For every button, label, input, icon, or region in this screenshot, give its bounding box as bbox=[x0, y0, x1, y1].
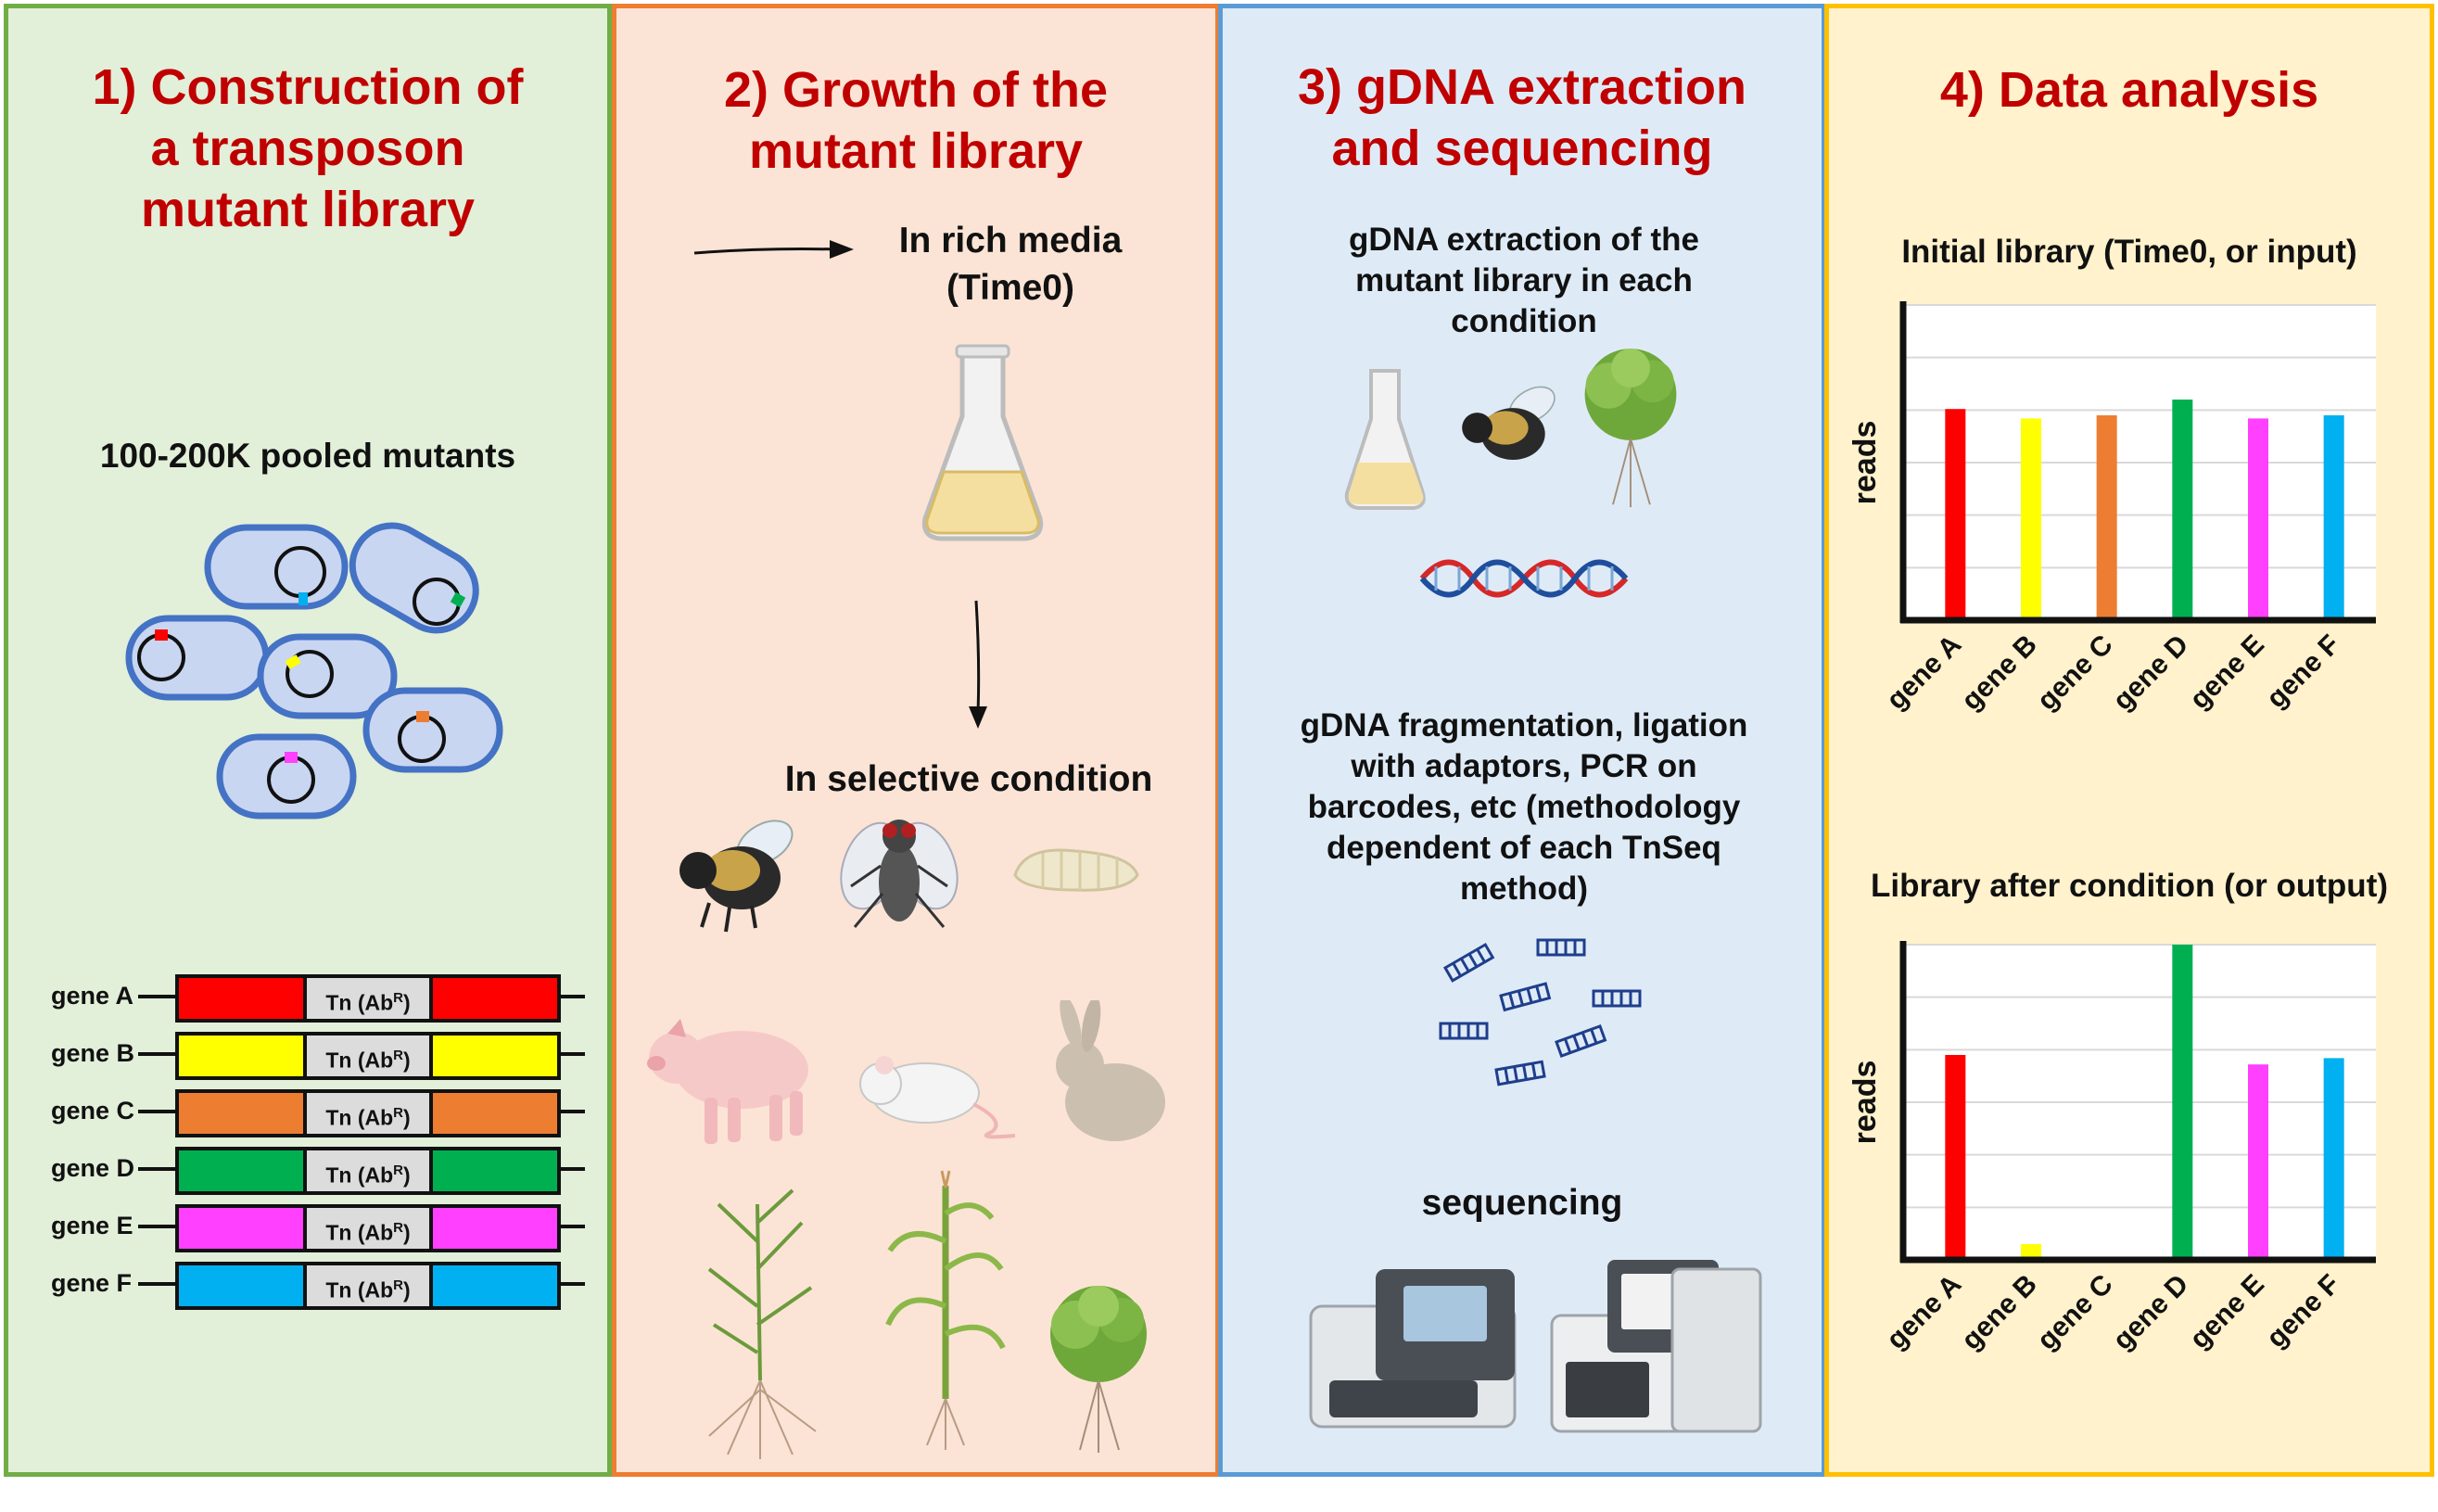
panel-growth: 2) Growth of the mutant library In rich … bbox=[612, 4, 1220, 1477]
gene-construct-row: gene D Tn (AbR) bbox=[45, 1145, 602, 1195]
gene-segment-left bbox=[175, 974, 307, 1023]
sequencing-label: sequencing bbox=[1421, 1183, 1623, 1223]
gene-segment-left bbox=[175, 1089, 307, 1137]
gene-name-label: gene F bbox=[51, 1269, 133, 1297]
gene-segment-left bbox=[175, 1032, 307, 1080]
gdna-fragmentation-label: gDNA fragmentation, ligation with adapto… bbox=[1300, 707, 1748, 907]
x-tick-label: gene D bbox=[2107, 1269, 2194, 1356]
sequencer-machines-icon bbox=[1309, 1260, 1762, 1433]
gdna-extraction-label: gDNA extraction of the mutant library in… bbox=[1349, 222, 1699, 339]
panel-4-title: 4) Data analysis bbox=[1939, 62, 2319, 118]
bar bbox=[2096, 415, 2117, 620]
bee-icon bbox=[679, 820, 794, 933]
lettuce-small-icon bbox=[1584, 349, 1677, 508]
bar bbox=[2021, 418, 2041, 620]
arrow-down-icon bbox=[969, 600, 987, 729]
dna-helix-icon bbox=[1419, 559, 1629, 598]
gene-name-label: gene D bbox=[51, 1154, 135, 1182]
bee-small-icon bbox=[1462, 386, 1555, 460]
grass-plant-icon bbox=[707, 1188, 817, 1459]
x-tick-label: gene A bbox=[1881, 629, 1967, 716]
bar bbox=[2323, 1058, 2344, 1260]
flask-icon bbox=[921, 344, 1044, 541]
transposon-segment: Tn (AbR) bbox=[303, 1089, 433, 1137]
bar bbox=[1945, 409, 1966, 620]
x-tick-label: gene E bbox=[2184, 1269, 2270, 1355]
x-tick-label: gene C bbox=[2032, 629, 2119, 717]
gene-construct-row: gene A Tn (AbR) bbox=[45, 972, 602, 1023]
gene-segment-right bbox=[429, 1147, 561, 1195]
x-tick-label: gene B bbox=[1956, 1269, 2043, 1356]
gene-segment-right bbox=[429, 1262, 561, 1310]
chart-1-title: Initial library (Time0, or input) bbox=[1901, 234, 2357, 270]
gene-segment-left bbox=[175, 1262, 307, 1310]
gene-segment-left bbox=[175, 1204, 307, 1252]
gene-construct-row: gene F Tn (AbR) bbox=[45, 1260, 602, 1310]
x-tick-label: gene F bbox=[2261, 629, 2346, 715]
panel-2-title: 2) Growth of the mutant library bbox=[724, 62, 1108, 179]
panel-sequencing: 3) gDNA extraction and sequencing gDNA e… bbox=[1218, 4, 1826, 1477]
lettuce-plant-icon bbox=[1050, 1286, 1147, 1453]
x-tick-label: gene E bbox=[2184, 629, 2270, 716]
gene-construct-row: gene C Tn (AbR) bbox=[45, 1087, 602, 1137]
pooled-mutants-label: 100-200K pooled mutants bbox=[99, 437, 516, 475]
fly-icon bbox=[840, 820, 959, 928]
gene-name-label: gene C bbox=[51, 1097, 135, 1124]
gene-construct-row: gene B Tn (AbR) bbox=[45, 1030, 602, 1080]
gene-name-label: gene E bbox=[51, 1212, 133, 1239]
pooled-cells-illustration bbox=[125, 522, 503, 820]
gene-segment-right bbox=[429, 974, 561, 1023]
arrow-right-icon bbox=[693, 240, 854, 259]
bar bbox=[2248, 1064, 2268, 1260]
rabbit-icon bbox=[1056, 1000, 1165, 1141]
mouse-icon bbox=[859, 1056, 1016, 1139]
bar bbox=[2172, 945, 2193, 1260]
gene-constructs: gene A Tn (AbR) gene B Tn (AbR) gene C Tn (Ab… bbox=[45, 972, 602, 1325]
transposon-segment: Tn (AbR) bbox=[303, 1204, 433, 1252]
panel-1-title: 1) Construction of a transposon mutant l… bbox=[92, 59, 524, 237]
bar bbox=[2021, 1244, 2041, 1260]
y-axis-label: reads bbox=[1848, 421, 1883, 505]
gene-segment-right bbox=[429, 1204, 561, 1252]
x-tick-label: gene B bbox=[1956, 629, 2043, 717]
flask-small-icon bbox=[1344, 369, 1426, 510]
gene-construct-row: gene E Tn (AbR) bbox=[45, 1202, 602, 1252]
bar bbox=[1945, 1055, 1966, 1260]
gene-segment-left bbox=[175, 1147, 307, 1195]
corn-plant-icon bbox=[885, 1170, 1006, 1450]
bar bbox=[2172, 400, 2193, 620]
x-tick-label: gene C bbox=[2032, 1269, 2119, 1356]
pig-icon bbox=[647, 1019, 808, 1144]
transposon-segment: Tn (AbR) bbox=[303, 1032, 433, 1080]
panel-construction: 1) Construction of a transposon mutant l… bbox=[4, 4, 612, 1477]
gene-name-label: gene B bbox=[51, 1039, 135, 1067]
larva-icon bbox=[1013, 848, 1139, 892]
bar bbox=[2248, 418, 2268, 620]
panel-3-title: 3) gDNA extraction and sequencing bbox=[1297, 59, 1747, 176]
rich-media-label: In rich media (Time0) bbox=[898, 221, 1123, 308]
x-tick-label: gene A bbox=[1881, 1269, 1967, 1355]
gene-name-label: gene A bbox=[51, 982, 134, 1010]
dna-fragments-icon bbox=[1439, 938, 1642, 1086]
selective-condition-label: In selective condition bbox=[784, 759, 1153, 799]
x-tick-label: gene D bbox=[2107, 629, 2194, 717]
bar bbox=[2323, 415, 2344, 620]
transposon-segment: Tn (AbR) bbox=[303, 1262, 433, 1310]
y-axis-label: reads bbox=[1848, 1061, 1883, 1145]
panel-data-analysis: 4) Data analysis Initial library (Time0,… bbox=[1824, 4, 2434, 1477]
transposon-segment: Tn (AbR) bbox=[303, 1147, 433, 1195]
gene-segment-right bbox=[429, 1032, 561, 1080]
gene-segment-right bbox=[429, 1089, 561, 1137]
chart-2-title: Library after condition (or output) bbox=[1870, 868, 2389, 904]
x-tick-label: gene F bbox=[2261, 1269, 2346, 1354]
transposon-segment: Tn (AbR) bbox=[303, 974, 433, 1023]
